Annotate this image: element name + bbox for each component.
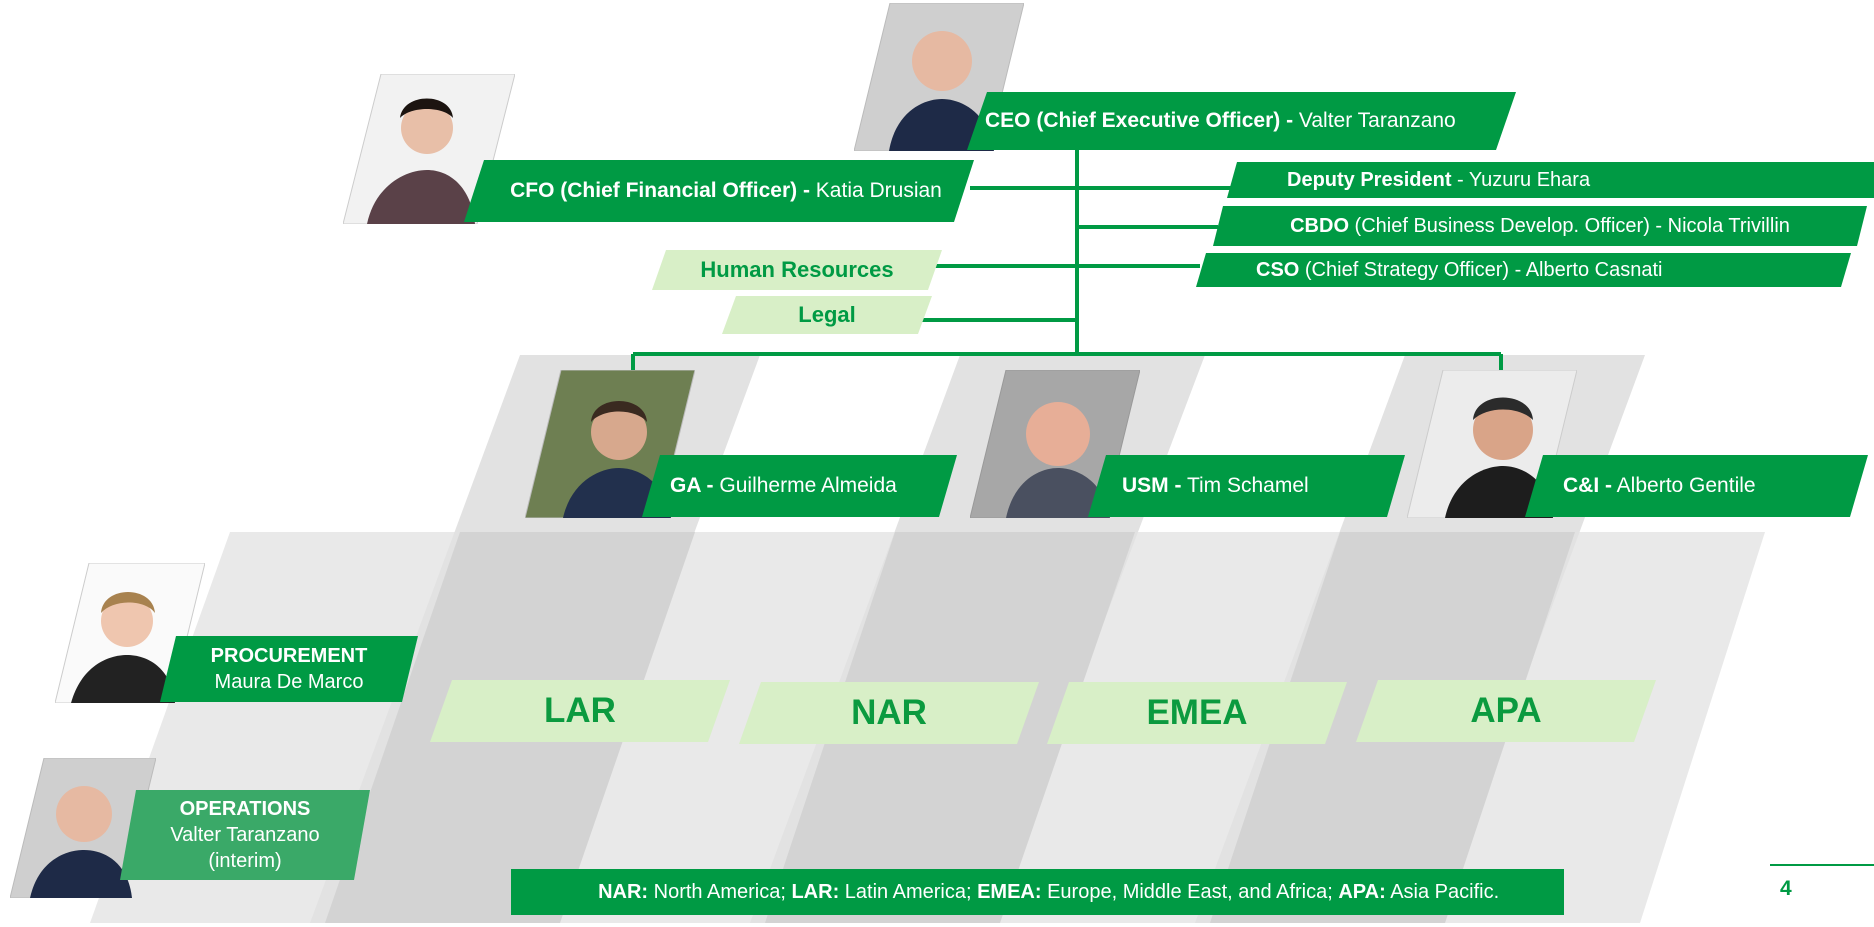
footnote-abbr: NAR: (598, 880, 649, 903)
usm-box: USM - Tim Schamel (1088, 455, 1405, 517)
operations-box: OPERATIONS Valter Taranzano (interim) (120, 790, 370, 880)
footnote-abbr: EMEA: (977, 880, 1042, 903)
ga-name: Guilherme Almeida (713, 474, 897, 497)
deputy-title: Deputy President (1287, 168, 1452, 191)
avatar (1026, 402, 1090, 466)
avatar (1473, 400, 1533, 460)
connector-lines (631, 148, 1503, 372)
legal-label: Legal (798, 302, 856, 327)
region-nar: NAR (739, 682, 1039, 744)
footnote-text: Europe, Middle East, and Africa; (1041, 880, 1339, 903)
avatar (401, 102, 453, 154)
region-lar: LAR (430, 680, 730, 742)
avatar (101, 595, 153, 647)
region-label: EMEA (1146, 693, 1248, 732)
ceo-box: CEO (Chief Executive Officer) - Valter T… (967, 92, 1516, 150)
avatar (591, 404, 647, 460)
region-label: APA (1470, 691, 1542, 730)
cfo-box: CFO (Chief Financial Officer) - Katia Dr… (464, 160, 974, 222)
cil-photo (1407, 370, 1577, 518)
footnote-abbr: APA: (1338, 880, 1386, 903)
region-apa: APA (1356, 680, 1656, 742)
operations-photo (10, 758, 156, 898)
avatar (912, 31, 972, 91)
cbdo-name: (Chief Business Develop. Officer) - Nico… (1349, 214, 1790, 237)
ceo-title: CEO (Chief Executive Officer) - (985, 109, 1294, 132)
cfo-name: Katia Drusian (809, 179, 942, 202)
usm-name: Tim Schamel (1181, 474, 1309, 497)
page-number-rule (1770, 864, 1874, 866)
usm-title: USM - (1122, 474, 1182, 497)
footnote-text: Latin America; (839, 880, 978, 903)
avatar (56, 786, 112, 842)
procurement-title: PROCUREMENT (210, 645, 368, 667)
region-emea: EMEA (1047, 682, 1347, 744)
operations-name: Valter Taranzano (170, 824, 320, 846)
operations-title: OPERATIONS (179, 798, 311, 820)
legal-box: Legal (722, 296, 932, 334)
deputy-name: - Yuzuru Ehara (1451, 168, 1591, 191)
deputy-president-box: Deputy President - Yuzuru Ehara (1227, 162, 1874, 198)
ceo-name: Valter Taranzano (1293, 109, 1456, 132)
operations-note: (interim) (208, 850, 282, 872)
region-abbreviations-footnote: NAR: North America; LAR: Latin America; … (511, 869, 1564, 915)
cso-box: CSO (Chief Strategy Officer) - Alberto C… (1196, 253, 1851, 287)
cso-name: (Chief Strategy Officer) - Alberto Casna… (1299, 258, 1663, 281)
cil-box: C&I - Alberto Gentile (1525, 455, 1868, 517)
cil-name: Alberto Gentile (1612, 474, 1756, 497)
footnote-abbr: LAR: (791, 880, 840, 903)
footnote-text: Asia Pacific. (1385, 880, 1500, 903)
ga-title: GA - (670, 474, 714, 497)
cil-title: C&I - (1563, 474, 1612, 497)
procurement-box: PROCUREMENT Maura De Marco (160, 636, 418, 702)
cfo-photo (343, 74, 515, 224)
human-resources-box: Human Resources (652, 250, 942, 290)
region-label: LAR (544, 691, 616, 730)
procurement-photo (55, 563, 205, 703)
cbdo-title: CBDO (1290, 214, 1349, 237)
footnote-text: North America; (648, 880, 792, 903)
human-resources-label: Human Resources (700, 257, 894, 282)
ga-box: GA - Guilherme Almeida (642, 455, 957, 517)
usm-photo (970, 370, 1140, 518)
page-number: 4 (1780, 877, 1792, 900)
cbdo-box: CBDO (Chief Business Develop. Officer) -… (1213, 206, 1867, 246)
procurement-name: Maura De Marco (214, 671, 364, 693)
cso-title: CSO (1256, 258, 1300, 281)
cfo-title: CFO (Chief Financial Officer) - (510, 179, 810, 202)
region-label: NAR (851, 693, 927, 732)
